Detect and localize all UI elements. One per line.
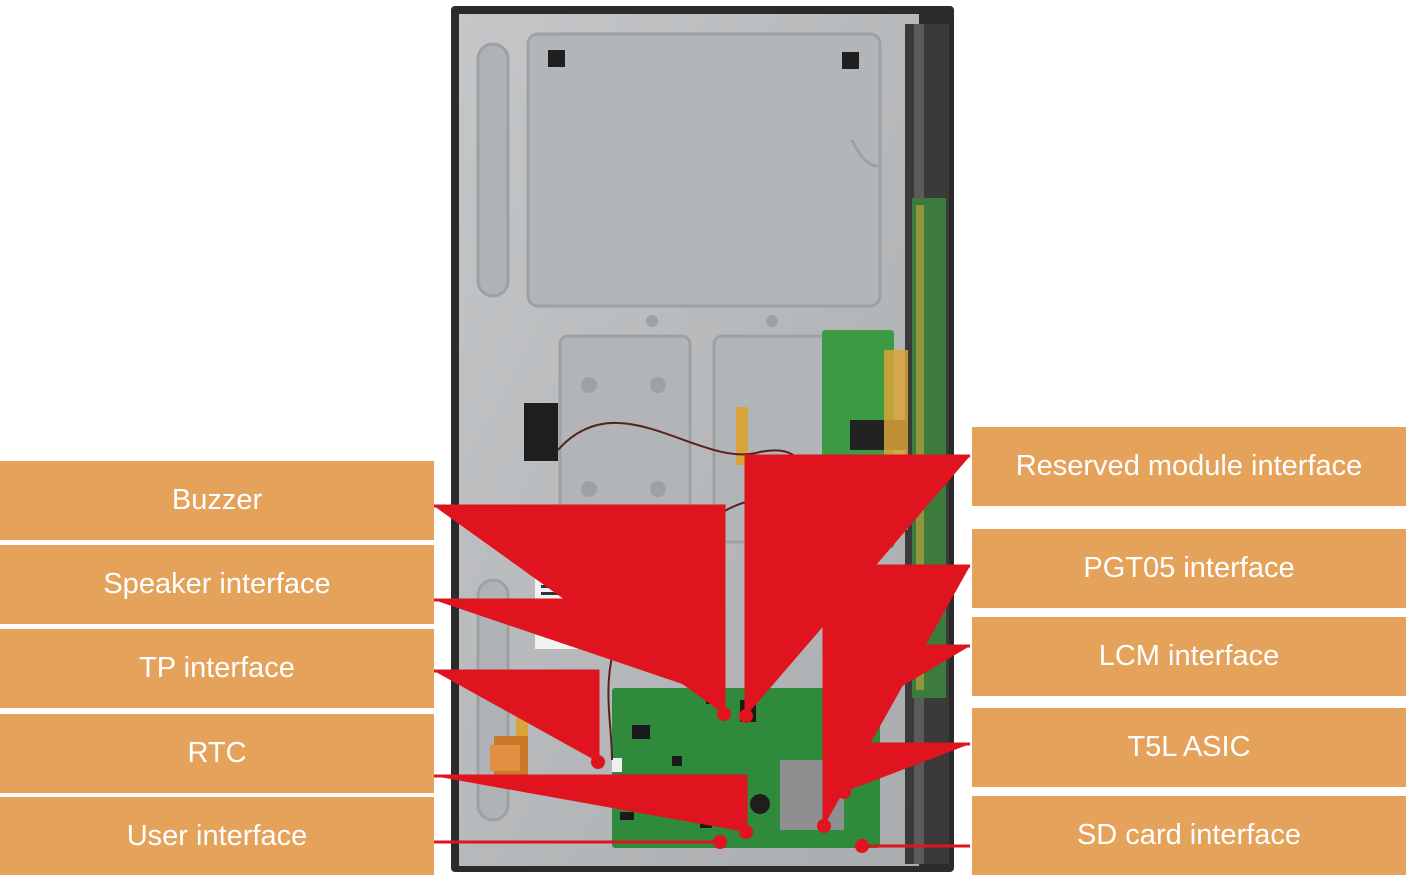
label-user-interface: User interface [0, 797, 434, 875]
label-rtc: RTC [0, 714, 434, 793]
middle-recess-left [558, 334, 692, 544]
label-tp-interface: TP interface [0, 629, 434, 708]
label-rtc-text: RTC [187, 737, 247, 769]
t5l-chip-area [780, 760, 844, 830]
label-t5l-asic: T5L ASIC [972, 708, 1406, 787]
label-speaker-interface: Speaker interface [0, 545, 434, 624]
upper-recess [526, 32, 882, 308]
label-user-text: User interface [126, 819, 308, 852]
label-sd-card-interface: SD card interface [972, 796, 1406, 875]
label-pgt05-text: PGT05 interface [1083, 552, 1295, 584]
label-reserved-module-interface: Reserved module interface [972, 427, 1406, 506]
label-tp-text: TP interface [139, 652, 295, 684]
label-lcm-text: LCM interface [1098, 640, 1280, 672]
middle-recess-right [712, 334, 828, 544]
label-lcm-interface: LCM interface [972, 617, 1406, 696]
label-reserved-text: Reserved module interface [1015, 450, 1363, 482]
label-buzzer: Buzzer [0, 461, 434, 540]
label-sd-text: SD card interface [1076, 819, 1302, 851]
label-t5l-text: T5L ASIC [1127, 731, 1251, 763]
label-pgt05-interface: PGT05 interface [972, 529, 1406, 608]
label-buzzer-text: Buzzer [171, 484, 263, 516]
label-speaker-text: Speaker interface [103, 568, 331, 600]
